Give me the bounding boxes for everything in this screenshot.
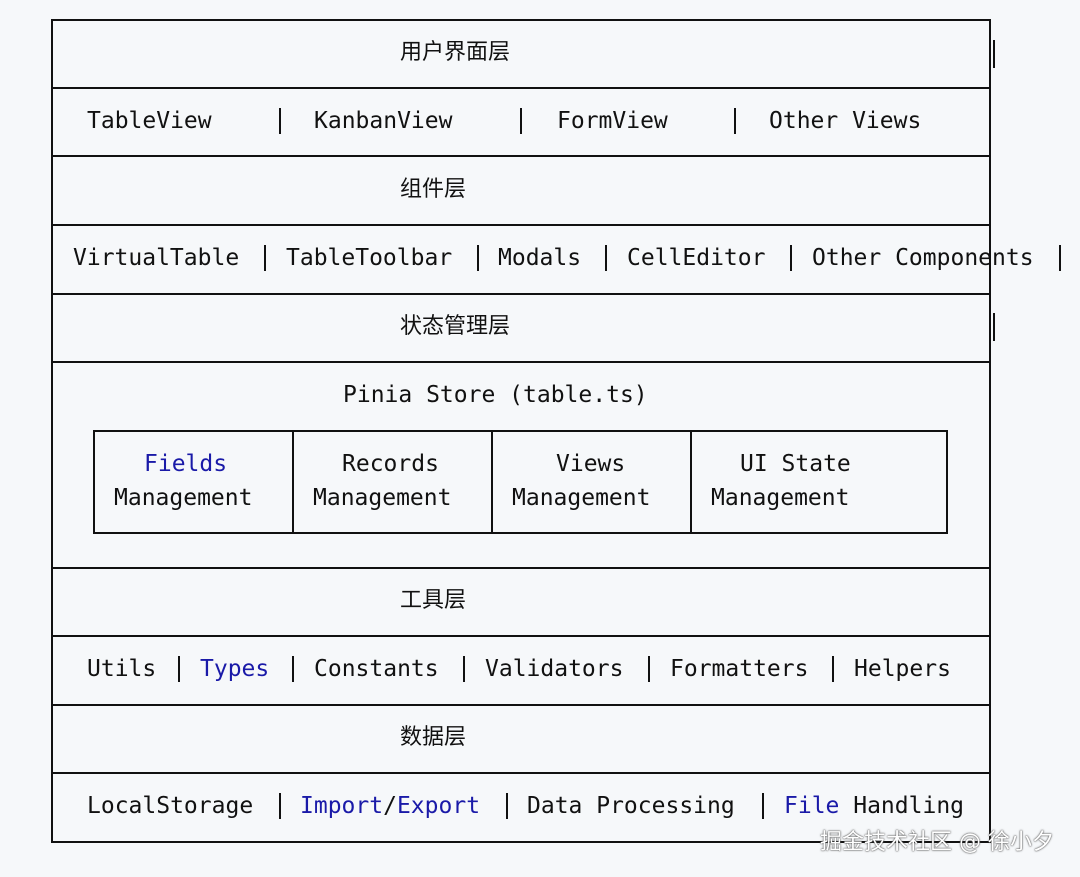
utils-layer-title: 工具层 <box>400 588 467 613</box>
data-item-file: File <box>784 793 840 819</box>
separator <box>790 245 792 271</box>
component-tabletoolbar: TableToolbar <box>286 245 453 271</box>
frame-bottom-line <box>51 841 990 843</box>
data-item-export: Export <box>396 793 481 819</box>
divider-line <box>51 635 990 637</box>
utils-item-types: Types <box>200 656 270 682</box>
separator <box>279 108 281 134</box>
state-layer-title: 状态管理层 <box>400 314 511 339</box>
data-layer-title: 数据层 <box>400 725 467 750</box>
data-item-data-processing: Data Processing <box>527 793 735 819</box>
divider-line <box>51 293 990 295</box>
utils-item-constants: Constants <box>314 656 439 682</box>
frame-right-line <box>989 19 991 843</box>
module-fields-line1: Fields <box>144 451 228 477</box>
ui-item-tableview: TableView <box>87 108 212 134</box>
divider-line <box>51 361 990 363</box>
module-fields-line2: Management <box>114 485 253 511</box>
separator <box>762 793 764 819</box>
ui-item-other-views: Other Views <box>769 108 922 134</box>
module-ui-state-line1: UI State <box>740 451 851 477</box>
watermark-text: 掘金技术社区 @ 徐小夕 <box>820 830 1054 855</box>
module-views-line1: Views <box>556 451 626 477</box>
store-box-divider <box>690 430 692 534</box>
ui-layer-title: 用户界面层 <box>400 40 511 65</box>
component-other-components: Other Components <box>812 245 1034 271</box>
component-layer-title: 组件层 <box>400 177 467 202</box>
separator <box>648 656 650 682</box>
frame-right-tick <box>1059 245 1061 271</box>
data-item-import: Import <box>300 793 384 819</box>
separator <box>279 793 281 819</box>
separator <box>292 656 294 682</box>
component-celleditor: CellEditor <box>627 245 766 271</box>
separator <box>605 245 607 271</box>
divider-line <box>51 772 990 774</box>
component-virtualtable: VirtualTable <box>73 245 240 271</box>
module-records-line1: Records <box>342 451 439 477</box>
pinia-store-label: Pinia Store (table.ts) <box>343 382 648 408</box>
utils-item-helpers: Helpers <box>854 656 951 682</box>
store-box-divider <box>292 430 294 534</box>
separator <box>463 656 465 682</box>
separator <box>734 108 736 134</box>
divider-line <box>51 155 990 157</box>
ui-item-kanbanview: KanbanView <box>314 108 453 134</box>
frame-left-line <box>51 19 53 843</box>
divider-line <box>51 224 990 226</box>
divider-line <box>51 87 990 89</box>
frame-top-line <box>51 19 990 21</box>
module-records-line2: Management <box>313 485 452 511</box>
frame-right-tick <box>993 313 995 341</box>
module-ui-state-line2: Management <box>711 485 850 511</box>
utils-item-formatters: Formatters <box>670 656 809 682</box>
separator <box>264 245 266 271</box>
divider-line <box>51 567 990 569</box>
separator <box>832 656 834 682</box>
separator <box>477 245 479 271</box>
data-item-localstorage: LocalStorage <box>87 793 254 819</box>
data-item-slash: / <box>383 793 397 819</box>
store-box-right-line <box>946 430 948 534</box>
data-item-handling: Handling <box>839 793 965 819</box>
data-item-import-export: Import/Export <box>300 795 480 818</box>
utils-item-utils: Utils <box>87 656 157 682</box>
divider-line <box>51 704 990 706</box>
store-box-left-line <box>93 430 95 534</box>
separator <box>178 656 180 682</box>
frame-right-tick <box>993 40 995 68</box>
data-item-file-handling: File Handling <box>784 795 964 818</box>
store-box-top-line <box>93 430 947 432</box>
separator <box>506 793 508 819</box>
module-views-line2: Management <box>512 485 651 511</box>
store-box-bottom-line <box>93 532 947 534</box>
utils-item-validators: Validators <box>485 656 624 682</box>
store-box-divider <box>491 430 493 534</box>
ui-item-formview: FormView <box>557 108 668 134</box>
separator <box>520 108 522 134</box>
component-modals: Modals <box>498 245 582 271</box>
